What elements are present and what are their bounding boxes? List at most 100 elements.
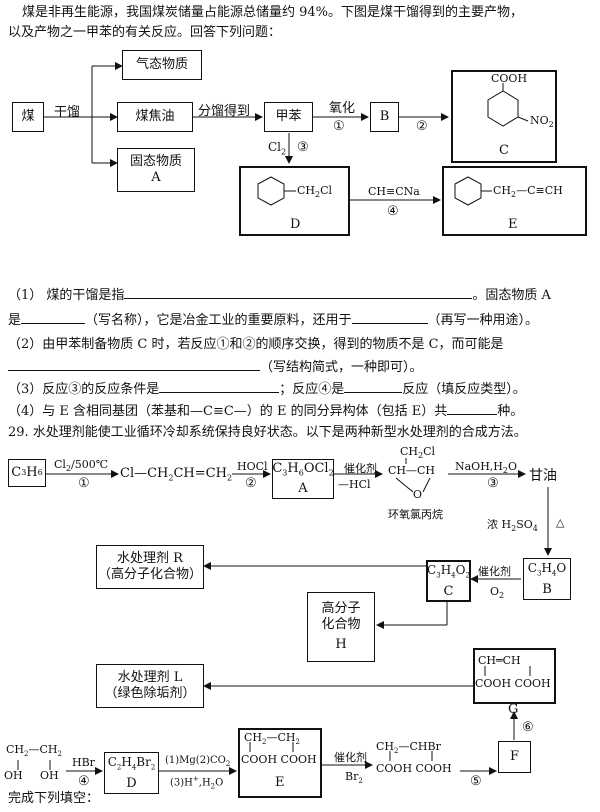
gas-box: 气态物质 [122,50,202,80]
br2-label: Br2 [345,770,363,786]
a-formula: C3H6OCl2 [272,460,334,478]
delta-label: △ [556,516,565,529]
l-box: 水处理剂 L （绿色除垢剂） [96,664,204,708]
question-2-line-1: （2）由甲苯制备物质 C 时，若反应①和②的顺序交换，得到的物质不是 C，而可能… [8,337,504,352]
f-box: F [498,741,531,773]
c-formula: C3H4O2 [427,563,470,580]
answer-blank-2[interactable] [8,358,260,371]
coal-box: 煤 [12,102,44,132]
c-no2-label: NO2 [530,114,554,130]
r-line2: （高分子化合物） [97,567,202,582]
glycol-top: CH2—CH2 [6,743,62,759]
answer-blank-1a[interactable] [124,286,473,299]
answer-blank-1b[interactable] [21,311,86,324]
allyl-chloride: Cl—CH2CH=CH2 [120,466,233,483]
d-box [239,166,350,236]
d-formula: C2H4Br2 [107,755,156,772]
question-1-line-2: 是（写名称），它是冶金工业的重要原料，还用于（再写一种用途）。 [8,311,539,328]
step1-label: ① [333,119,345,134]
c-label: C [499,143,509,158]
epoxide-mid: CH—CH [388,464,436,477]
naoh-label: NaOH,H2O [455,460,518,476]
e-succinic-label: E [275,775,285,790]
row-step6: ⑥ [522,720,534,735]
e-top: CH2—CH2 [244,731,300,747]
c-cooh-label: COOH [491,72,528,85]
b-formula: C3H4O [527,561,567,578]
e-bottom: COOH COOH [241,753,317,766]
answer-blank-1c[interactable] [351,311,428,324]
glycol-oh-1: OH [4,769,23,782]
minus-hcl-label: —HCl [338,478,371,491]
b-box: B [370,102,399,132]
question-1-line-1: （1） 煤的干馏是指。固态物质 A [8,286,551,303]
catalyst2-label: 催化剂 [478,565,511,578]
d-label: D [290,217,301,232]
question-29-intro: 29. 水处理剂能使工业循环冷却系统保持良好状态。以下是两种新型水处理剂的合成方… [8,425,527,440]
cl2-label: Cl2 [268,140,287,157]
row-step4: ④ [78,774,90,789]
h2so4-label: 浓 H2SO4 [487,518,538,534]
row-step5: ⑤ [470,774,482,789]
hocl-label: HOCl [237,460,268,473]
brominated-top: CH2—CHBr [376,740,441,756]
g-label: G [508,702,519,717]
h-line2: 化合物 [321,617,361,632]
e-box [442,166,587,236]
e-label: E [508,217,518,232]
brominated-bottom: COOH COOH [376,762,452,775]
step3-label: ③ [297,140,309,155]
r-box: 水处理剂 R （高分子化合物） [96,545,204,589]
solid-a-label: A [151,170,161,185]
intro-line-2: 以及产物之一甲苯的有关反应。回答下列问题： [8,25,282,40]
l-line2: （绿色除垢剂） [104,686,196,701]
intro-line-1: 煤是非再生能源，我国煤炭储量占能源总储量约 94%。下图是煤干馏得到的主要产物， [22,5,524,20]
e-substituent: CH2—C≡CH [493,184,563,200]
a-label: A [298,481,308,497]
reagent4-label: CH≡CNa [368,185,420,198]
h-plus-label: (3)H+,H2O [170,775,224,791]
d-c2h4br2-label: D [126,775,137,791]
catalyst1-label: 催化剂 [344,462,377,475]
d-c2h4br2-box: C2H4Br2 D [104,752,159,794]
question-4: （4）与 E 含相同基团（苯基和—C≡C—）的 E 的同分异构体（包括 E）共种… [8,402,524,419]
cl2-condition: Cl2/500℃ [54,458,109,474]
c3h4o2-box: C3H4O2 C [426,560,471,602]
mg-co2-label: (1)Mg(2)CO2 [165,755,231,768]
tar-label: 煤焦油 [135,109,175,124]
question-2-line-2: （写结构简式，一种即可）。 [8,358,423,377]
answer-blank-3b[interactable] [344,380,403,393]
tar-box: 煤焦油 [117,102,193,132]
r-line1: 水处理剂 R [117,551,183,566]
c3h4o-box: C3H4O B [523,558,571,600]
oxidize-label: 氧化 [329,101,356,116]
answer-blank-4[interactable] [447,402,498,415]
row1-step2: ② [245,476,257,491]
h-label: H [335,637,347,652]
catalyst3-label: 催化剂 [334,751,367,764]
c3h4o-label: B [542,581,552,597]
o2-label: O2 [490,585,505,601]
row1-step1: ① [78,476,90,491]
c3h4o2-label: C [443,583,454,599]
glycol-oh-2: OH [40,769,59,782]
g-box [473,648,556,704]
dry-distill-label: 干馏 [54,105,81,120]
answer-blank-3a[interactable] [159,380,280,393]
gas-label: 气态物质 [135,57,188,72]
f-label: F [509,749,520,764]
solid-a-box: 固态物质 A [117,148,195,192]
row1-step3: ③ [487,476,499,491]
e-succinic-box [238,728,322,798]
fractionate-label: 分馏得到 [198,104,251,119]
coal-label: 煤 [21,109,35,124]
g-bottom: COOH COOH [475,677,551,690]
step2-label: ② [416,119,428,134]
step4-label: ④ [387,204,399,219]
h-box: 高分子 化合物 H [307,592,375,662]
